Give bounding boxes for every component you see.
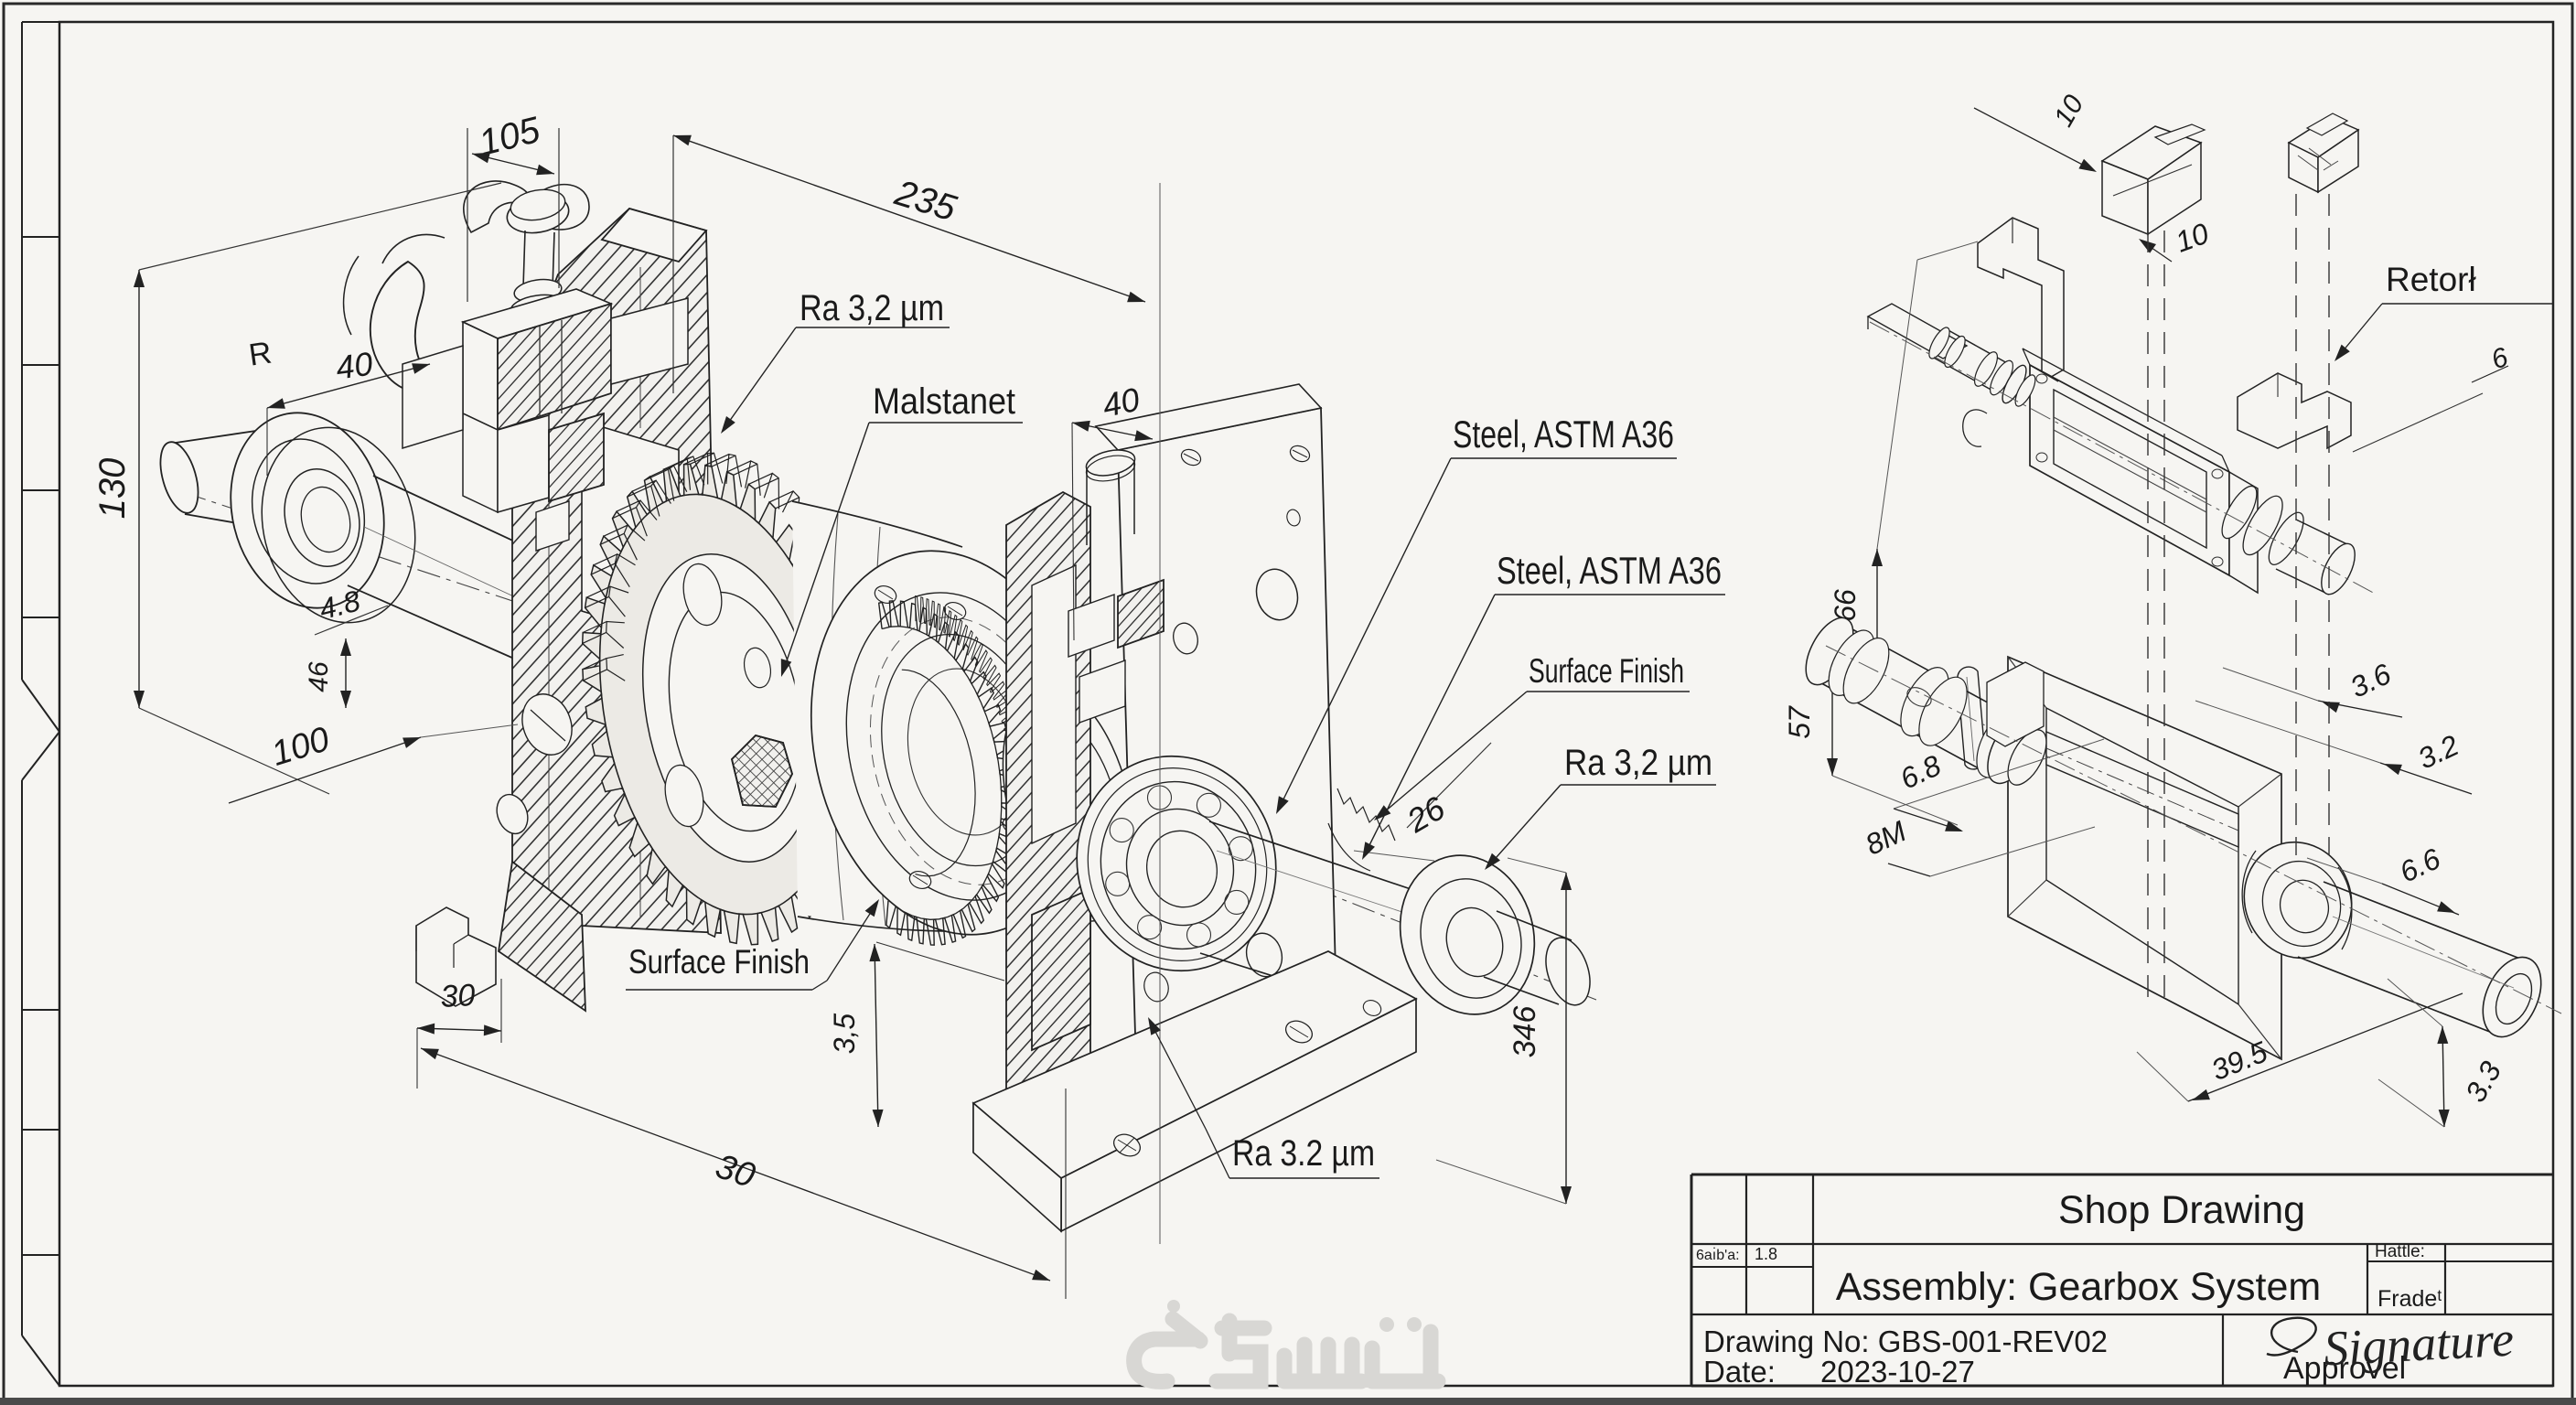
svg-text:6aı̇bʹa:: 6aı̇bʹa:	[1696, 1247, 1740, 1263]
svg-text:Surface Finish: Surface Finish	[1529, 652, 1684, 690]
svg-text:Malstanet: Malstanet	[873, 381, 1015, 422]
svg-text:346: 346	[1508, 1006, 1542, 1058]
svg-text:1.8: 1.8	[1755, 1245, 1777, 1263]
svg-text:Surface Finish: Surface Finish	[628, 943, 810, 981]
svg-text:30: 30	[440, 978, 477, 1014]
svg-text:Ra 3,2 µm: Ra 3,2 µm	[1564, 743, 1712, 783]
svg-text:Signature: Signature	[2323, 1312, 2516, 1377]
svg-text:Drawing No: GBS-001-REV02: Drawing No: GBS-001-REV02	[1703, 1325, 2108, 1358]
svg-text:Ra 3,2 µm: Ra 3,2 µm	[800, 288, 944, 328]
svg-text:Fradeᵗ: Fradeᵗ	[2377, 1286, 2442, 1312]
svg-text:R: R	[247, 336, 274, 373]
svg-text:Retorł: Retorł	[2386, 261, 2476, 298]
svg-text:40: 40	[1100, 381, 1143, 424]
svg-text:Ra 3.2 µm: Ra 3.2 µm	[1232, 1133, 1375, 1174]
svg-text:Date:: Date:	[1703, 1355, 1776, 1389]
svg-text:Hattle:: Hattle:	[2375, 1242, 2425, 1261]
svg-text:Assembly: Gearbox System: Assembly: Gearbox System	[1836, 1265, 2322, 1309]
svg-text:Steel, ASTM A36: Steel, ASTM A36	[1497, 549, 1722, 592]
svg-text:66: 66	[1829, 589, 1862, 622]
svg-text:Approvel: Approvel	[2283, 1351, 2406, 1386]
svg-text:3,5: 3,5	[828, 1014, 861, 1055]
svg-text:46: 46	[304, 661, 334, 692]
svg-text:Shop Drawing: Shop Drawing	[2058, 1188, 2305, 1232]
svg-text:Steel, ASTM A36: Steel, ASTM A36	[1453, 413, 1674, 456]
svg-text:57: 57	[1783, 705, 1816, 739]
svg-text:130: 130	[92, 458, 133, 520]
svg-text:2023-10-27: 2023-10-27	[1820, 1355, 1975, 1389]
svg-text:40: 40	[334, 345, 375, 387]
